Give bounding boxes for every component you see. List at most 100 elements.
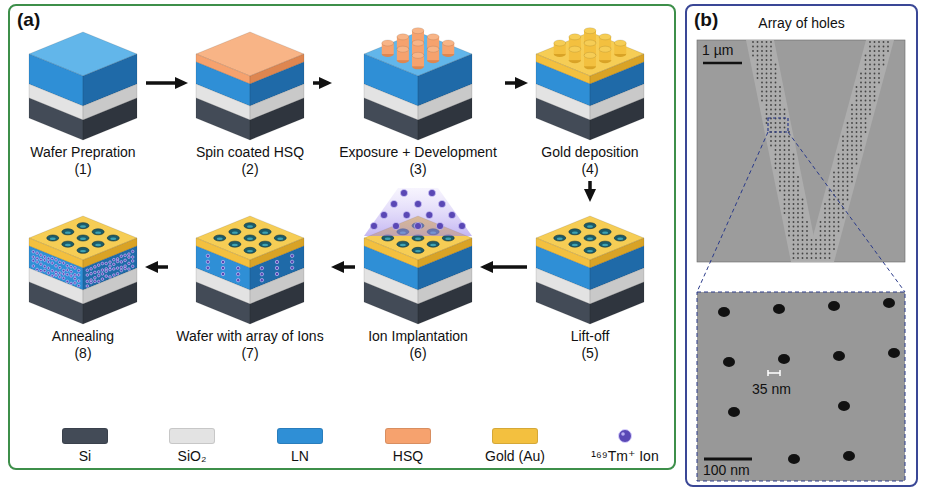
hole <box>62 241 74 247</box>
hole-dot <box>811 257 813 259</box>
hole-dot <box>788 190 790 192</box>
hole-dot <box>761 86 763 88</box>
label-holder: 1 µm <box>702 42 733 59</box>
hole-dot <box>766 109 768 111</box>
ion-dot <box>86 280 89 283</box>
ion-dot <box>74 267 77 270</box>
hole-dot <box>779 172 781 174</box>
hole-dot <box>847 167 849 169</box>
hole <box>828 301 840 311</box>
ion-dot <box>120 266 123 269</box>
hole-dot <box>851 113 853 115</box>
hole-dot <box>761 64 763 66</box>
hole-dot <box>820 257 822 259</box>
ion-dot <box>128 268 131 271</box>
pillar-top <box>412 40 424 46</box>
hole <box>229 241 241 247</box>
ion-dot <box>236 278 239 281</box>
hole-dot <box>883 50 885 52</box>
hole-dot <box>775 163 777 165</box>
hole-dot <box>797 226 799 228</box>
ion-dot <box>109 268 112 271</box>
layer-right-face <box>250 282 304 324</box>
ion-dot <box>74 277 77 280</box>
layer-right-face <box>83 238 137 268</box>
legend-item: Si <box>35 428 135 465</box>
ion-dot <box>101 278 104 281</box>
hole-dot <box>851 104 853 106</box>
layer-left-face <box>364 282 418 324</box>
hole-dot <box>842 185 844 187</box>
hole-dot <box>833 176 835 178</box>
hole-dot <box>883 64 885 66</box>
hole-dot <box>856 131 858 133</box>
pillar-top <box>584 40 596 46</box>
hole-dot <box>874 73 876 75</box>
hole-dot <box>847 163 849 165</box>
hole-dot <box>887 50 889 52</box>
ion-dot <box>90 272 93 275</box>
pillar-top <box>614 40 626 46</box>
hole <box>788 454 800 464</box>
hole-dot <box>833 221 835 223</box>
hole-dot <box>860 104 862 106</box>
hole-dot <box>865 113 867 115</box>
hole-dot <box>775 122 777 124</box>
hole-dot <box>802 212 804 214</box>
ion-dot <box>97 274 100 277</box>
hole-dot <box>811 248 813 250</box>
hole-dot <box>793 253 795 255</box>
ion-dot <box>426 211 433 218</box>
hole-dot <box>869 50 871 52</box>
ion-dot <box>40 269 43 272</box>
hole-dot <box>775 149 777 151</box>
hole-dot <box>757 68 759 70</box>
beam-cone <box>364 188 472 236</box>
ion-dot <box>124 259 127 262</box>
hole-dot <box>842 194 844 196</box>
hole-dot <box>770 113 772 115</box>
hole-dot <box>838 158 840 160</box>
ion-dot <box>124 254 127 257</box>
ion-dot <box>436 222 443 229</box>
hole-dot <box>883 41 885 43</box>
hole-dot <box>856 136 858 138</box>
hole-dot <box>820 221 822 223</box>
hole-dot <box>833 235 835 237</box>
hole-dot <box>847 136 849 138</box>
hole-dot <box>847 176 849 178</box>
hole-dot <box>766 100 768 102</box>
hole-dot <box>761 46 763 48</box>
hole-dot <box>856 154 858 156</box>
hole-dot <box>761 95 763 97</box>
ion-dot <box>58 266 61 269</box>
hole-dot <box>779 113 781 115</box>
ion-dot <box>260 266 263 269</box>
ion-dot <box>77 269 80 272</box>
hole <box>883 298 895 308</box>
hole-dot <box>824 230 826 232</box>
hole <box>888 348 900 358</box>
ion-dot <box>112 274 115 277</box>
hole-dot <box>784 154 786 156</box>
hole-dot <box>860 100 862 102</box>
hole-dot <box>770 122 772 124</box>
hole-dot <box>874 77 876 79</box>
step-label: Spin coated HSQ <box>196 144 304 161</box>
hole-dot <box>784 185 786 187</box>
hole-dot <box>752 41 754 43</box>
ion-dot <box>90 279 93 282</box>
hole <box>778 354 790 364</box>
ion-dot <box>97 271 100 274</box>
legend-swatch <box>385 428 431 444</box>
hole <box>838 401 850 411</box>
ion-dot <box>32 265 35 268</box>
hole-dot <box>802 257 804 259</box>
hole-dot <box>847 190 849 192</box>
hole-dot <box>829 217 831 219</box>
hole-dot <box>856 91 858 93</box>
pillar-top <box>584 52 596 58</box>
hole-dot <box>761 82 763 84</box>
hole-dot <box>856 118 858 120</box>
ion-dot <box>109 261 112 264</box>
